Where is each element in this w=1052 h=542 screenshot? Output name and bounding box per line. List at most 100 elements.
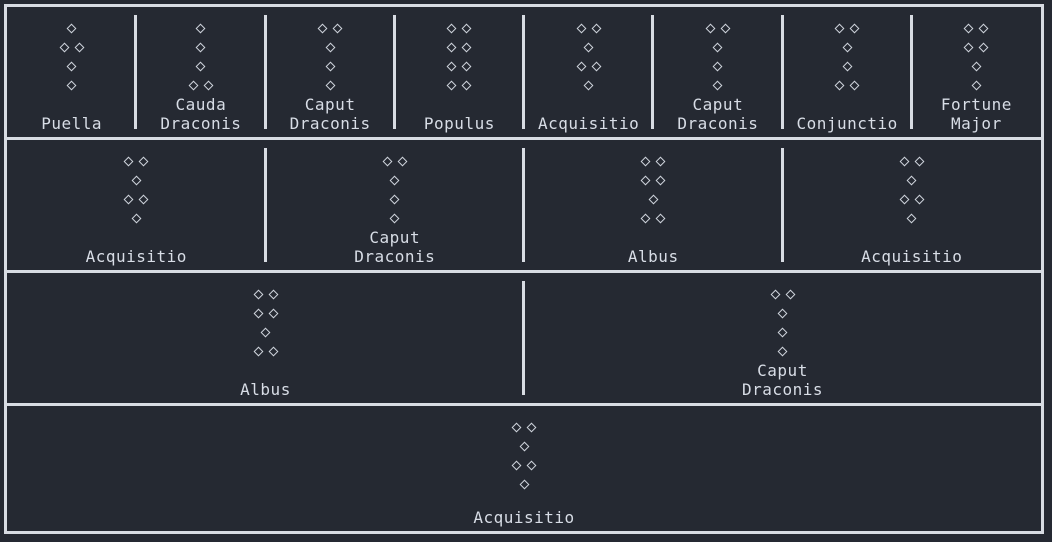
figure-name: Acquisitio — [85, 247, 187, 266]
figure-cell: Puella — [7, 7, 136, 137]
figure-dots — [116, 152, 156, 228]
diamond-icon — [720, 23, 731, 34]
figure-dots — [375, 152, 415, 228]
figure-cell: Acquisitio — [521, 7, 653, 137]
diamond-icon — [526, 422, 537, 433]
diamond-icon — [978, 42, 989, 53]
diamond-icon — [511, 422, 522, 433]
diamond-icon — [849, 23, 860, 34]
diamond-icon — [899, 156, 910, 167]
figure-line — [763, 342, 803, 361]
diamond-icon — [253, 289, 263, 300]
diamond-icon — [195, 42, 206, 53]
diamond-icon — [66, 80, 77, 91]
row-divider — [7, 403, 1041, 406]
figure-line — [439, 19, 479, 38]
diamond-icon — [519, 479, 529, 490]
figure-line — [375, 152, 415, 171]
diamond-icon — [978, 23, 989, 34]
diamond-icon — [914, 194, 925, 205]
diamond-icon — [461, 61, 472, 72]
figure-line — [763, 285, 803, 304]
diamond-icon — [268, 346, 278, 357]
diamond-icon — [971, 80, 982, 91]
figure-cell: Fortune Major — [909, 7, 1041, 137]
diamond-icon — [123, 156, 134, 167]
diamond-icon — [834, 80, 845, 91]
diamond-icon — [123, 194, 134, 205]
diamond-icon — [770, 289, 780, 300]
diamond-icon — [74, 42, 85, 53]
figure-line — [633, 190, 673, 209]
diamond-icon — [777, 308, 788, 319]
figure-line — [698, 38, 738, 57]
figure-line — [116, 152, 156, 171]
figure-line — [633, 209, 673, 228]
diamond-icon — [446, 23, 457, 34]
figure-line — [310, 57, 350, 76]
diamond-icon — [389, 213, 400, 224]
judge-row: Acquisitio — [7, 406, 1041, 531]
figure-name: Caput Draconis — [354, 228, 436, 266]
figure-line — [633, 171, 673, 190]
diamond-icon — [511, 460, 522, 471]
figure-line — [439, 57, 479, 76]
diamond-icon — [461, 80, 472, 91]
diamond-icon — [195, 23, 206, 34]
diamond-icon — [59, 42, 70, 53]
figure-line — [956, 19, 996, 38]
diamond-icon — [131, 213, 142, 224]
diamond-icon — [253, 346, 263, 357]
figure-cell: Caput Draconis — [522, 273, 1041, 403]
figure-line — [504, 437, 544, 456]
figure-cell: Albus — [522, 140, 783, 270]
figure-line — [892, 171, 932, 190]
diamond-icon — [963, 42, 974, 53]
figure-line — [246, 304, 286, 323]
figure-line — [569, 57, 609, 76]
diamond-icon — [195, 61, 206, 72]
diamond-icon — [583, 80, 594, 91]
diamond-icon — [325, 42, 336, 53]
figure-line — [52, 38, 92, 57]
figure-line — [181, 57, 221, 76]
figure-dots — [246, 285, 286, 361]
diamond-icon — [66, 61, 77, 72]
figure-cell: Acquisitio — [780, 140, 1042, 270]
figure-dots — [181, 19, 221, 95]
diamond-icon — [785, 289, 795, 300]
figure-line — [116, 171, 156, 190]
diamond-icon — [253, 308, 263, 319]
figure-line — [569, 38, 609, 57]
diamond-icon — [655, 175, 666, 186]
diamond-icon — [655, 156, 666, 167]
figure-line — [375, 171, 415, 190]
diamond-icon — [461, 42, 472, 53]
diamond-icon — [640, 213, 651, 224]
diamond-icon — [576, 61, 587, 72]
figure-line — [52, 19, 92, 38]
figure-dots — [892, 152, 932, 228]
figure-cell: Conjunctio — [780, 7, 912, 137]
diamond-icon — [914, 156, 925, 167]
diamond-icon — [655, 213, 666, 224]
figure-cell: Populus — [392, 7, 524, 137]
figure-line — [310, 38, 350, 57]
figure-dots — [569, 19, 609, 95]
figure-dots — [827, 19, 867, 95]
figure-name: Acquisitio — [473, 508, 575, 527]
diamond-icon — [712, 61, 723, 72]
figure-line — [181, 76, 221, 95]
figure-line — [246, 323, 286, 342]
figure-line — [504, 456, 544, 475]
figure-line — [504, 418, 544, 437]
figure-name: Populus — [423, 114, 495, 133]
figure-line — [827, 57, 867, 76]
figure-name: Albus — [627, 247, 679, 266]
figure-line — [569, 19, 609, 38]
figure-dots — [52, 19, 92, 95]
diamond-icon — [576, 23, 587, 34]
figure-line — [504, 475, 544, 494]
